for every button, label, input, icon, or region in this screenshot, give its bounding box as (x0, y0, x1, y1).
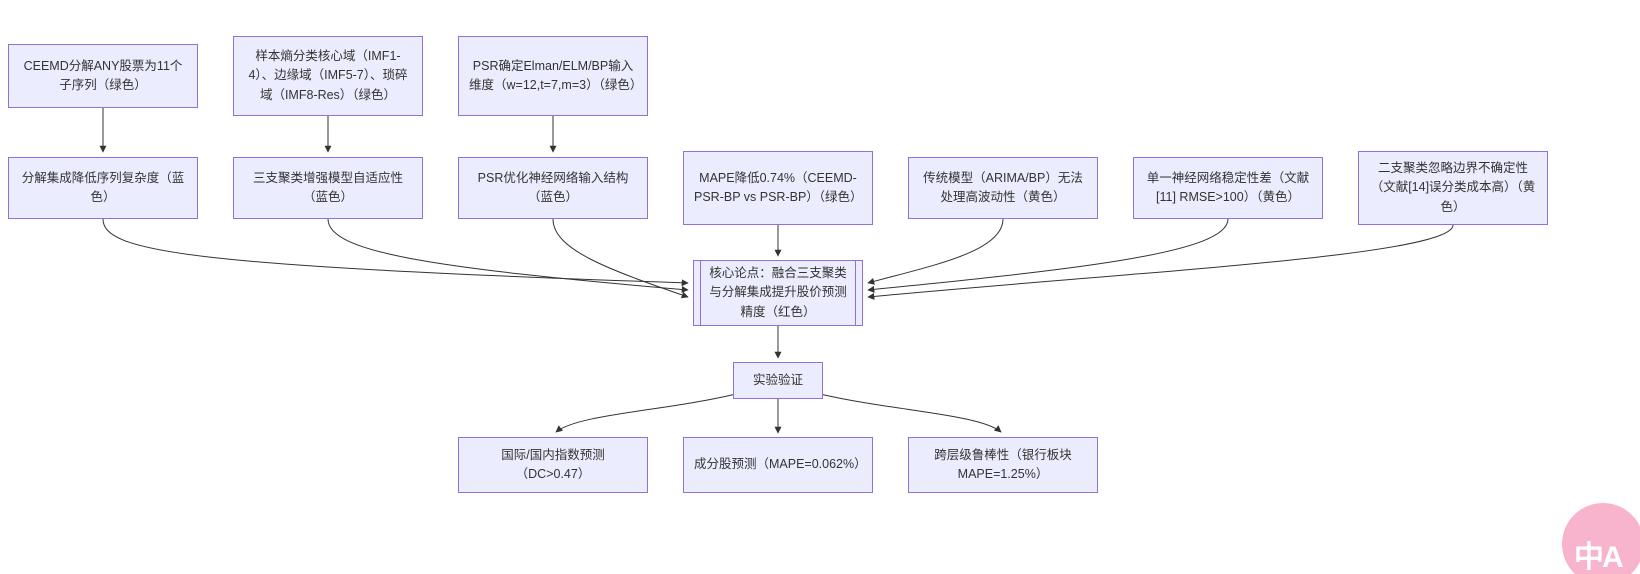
node-cross-level-robustness: 跨层级鲁棒性（银行板块 MAPE=1.25%） (908, 437, 1098, 493)
node-core-thesis: 核心论点：融合三支聚类与分解集成提升股价预测精度（红色） (693, 260, 863, 326)
node-label: 分解集成降低序列复杂度（蓝色） (21, 170, 185, 204)
edge-exp-b3 (819, 393, 1002, 433)
node-label: PSR优化神经网络输入结构（蓝色） (477, 170, 629, 204)
translate-icon: 中A (1574, 541, 1624, 574)
edge-n10-core (867, 224, 1454, 300)
edge-n9-core (867, 218, 1229, 293)
node-label: 二支聚类忽略边界不确定性（文献[14]误分类成本高）（黄色） (1370, 160, 1536, 214)
node-experiment-validation: 实验验证 (733, 362, 823, 399)
node-decompose-complexity: 分解集成降低序列复杂度（蓝色） (8, 157, 198, 219)
node-constituent-prediction: 成分股预测（MAPE=0.062%） (683, 437, 873, 493)
node-psr-dimension: PSR确定Elman/ELM/BP输入维度（w=12,t=7,m=3）（绿色） (458, 36, 648, 116)
node-label: 样本熵分类核心域（IMF1-4）、边缘域（IMF5-7）、琐碎域（IMF8-Re… (248, 48, 408, 102)
node-label: 成分股预测（MAPE=0.062%） (694, 457, 867, 472)
node-traditional-model-limit: 传统模型（ARIMA/BP）无法处理高波动性（黄色） (908, 157, 1098, 219)
node-label: 核心论点：融合三支聚类与分解集成提升股价预测精度（红色） (709, 265, 847, 319)
node-label: 跨层级鲁棒性（银行板块 MAPE=1.25%） (934, 447, 1072, 481)
node-sample-entropy: 样本熵分类核心域（IMF1-4）、边缘域（IMF5-7）、琐碎域（IMF8-Re… (233, 36, 423, 116)
node-mape-improvement: MAPE降低0.74%（CEEMD-PSR-BP vs PSR-BP）（绿色） (683, 151, 873, 225)
node-label: 三支聚类增强模型自适应性（蓝色） (252, 170, 403, 204)
translate-float-button[interactable]: 中A (1562, 503, 1640, 574)
edge-n6-core (552, 218, 689, 299)
node-label: CEEMD分解ANY股票为11个子序列（绿色） (23, 58, 183, 92)
node-index-prediction: 国际/国内指数预测（DC>0.47） (458, 437, 648, 493)
edge-n5-core (327, 218, 689, 293)
node-ceemd-decompose: CEEMD分解ANY股票为11个子序列（绿色） (8, 44, 198, 108)
node-label: 单一神经网络稳定性差（文献[11] RMSE>100）（黄色） (1146, 170, 1310, 204)
node-label: 实验验证 (752, 372, 803, 387)
edge-exp-b1 (555, 393, 737, 433)
node-label: MAPE降低0.74%（CEEMD-PSR-BP vs PSR-BP）（绿色） (694, 170, 863, 204)
node-two-way-cluster-limit: 二支聚类忽略边界不确定性（文献[14]误分类成本高）（黄色） (1358, 151, 1548, 225)
node-three-way-adaptive: 三支聚类增强模型自适应性（蓝色） (233, 157, 423, 219)
edge-n4-core (102, 218, 689, 287)
node-label: 国际/国内指数预测（DC>0.47） (501, 447, 605, 481)
node-single-nn-unstable: 单一神经网络稳定性差（文献[11] RMSE>100）（黄色） (1133, 157, 1323, 219)
edge-n8-core (867, 218, 1004, 285)
node-label: 传统模型（ARIMA/BP）无法处理高波动性（黄色） (923, 170, 1083, 204)
node-psr-structure: PSR优化神经网络输入结构（蓝色） (458, 157, 648, 219)
node-label: PSR确定Elman/ELM/BP输入维度（w=12,t=7,m=3）（绿色） (469, 58, 643, 92)
